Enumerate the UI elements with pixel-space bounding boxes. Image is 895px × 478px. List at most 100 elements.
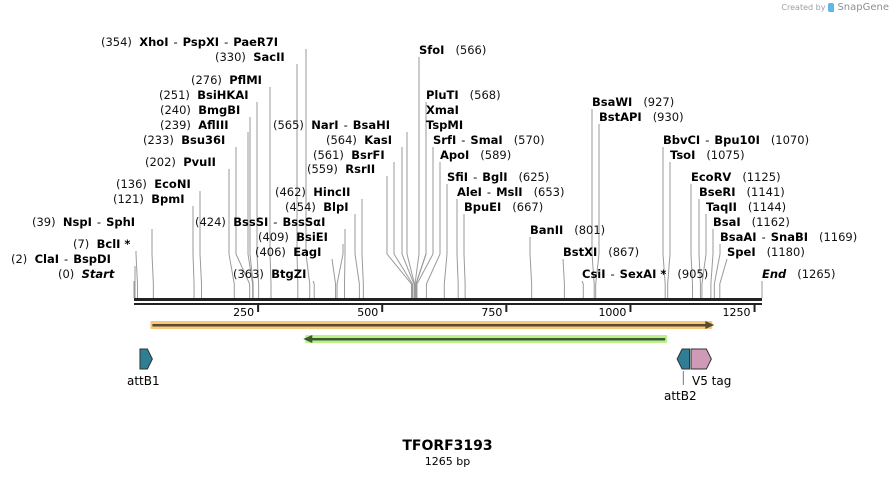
enzyme-label[interactable]: (330) SacII [215, 50, 285, 64]
enzyme-label[interactable]: TspMI [426, 118, 463, 132]
cut-site-line [710, 229, 714, 298]
enzyme-name: End [762, 267, 787, 281]
cut-site-line [256, 102, 260, 298]
enzyme-label[interactable]: (454) BlpI [285, 200, 348, 214]
enzyme-label[interactable]: XmaI [426, 103, 459, 117]
enzyme-label[interactable]: BanII (801) [530, 223, 605, 237]
enzyme-separator: - [173, 35, 178, 49]
cut-site-line [305, 49, 311, 298]
enzyme-position: (409) [258, 230, 289, 244]
ruler-tick [505, 303, 508, 312]
enzyme-names: BsaAI-SnaBI [720, 230, 808, 244]
enzyme-name: BstAPI [599, 110, 642, 124]
enzyme-names: CsiI-SexAI * [582, 267, 666, 281]
enzyme-label[interactable]: (233) Bsu36I [143, 133, 225, 147]
enzyme-position: (1070) [770, 133, 810, 147]
enzyme-name: BsaHI [352, 118, 391, 132]
enzyme-label[interactable]: (559) RsrII [307, 162, 375, 176]
enzyme-names: AflIII [198, 118, 228, 132]
enzyme-name: EcoRV [691, 170, 732, 184]
enzyme-position: (276) [191, 73, 222, 87]
enzyme-label[interactable]: ApoI (589) [440, 148, 511, 162]
enzyme-label[interactable]: EcoRV (1125) [691, 170, 781, 184]
att-site-feature[interactable] [676, 348, 691, 385]
enzyme-label[interactable]: SrfI-SmaI (570) [433, 133, 545, 147]
enzyme-label[interactable]: BstXI (867) [563, 245, 639, 259]
enzyme-position: (239) [160, 118, 191, 132]
enzyme-label[interactable]: (251) BsiHKAI [159, 88, 249, 102]
enzyme-names: BssSI-BssSαI [233, 215, 325, 229]
v5-tag-feature[interactable] [690, 348, 712, 370]
enzyme-label[interactable]: SfiI-BglI (625) [447, 170, 549, 184]
enzyme-label[interactable]: BbvCI-Bpu10I (1070) [663, 133, 809, 147]
enzyme-names: XmaI [426, 103, 459, 117]
enzyme-label[interactable]: (7) BclI * [73, 237, 130, 251]
enzyme-label[interactable]: BsaAI-SnaBI (1169) [720, 230, 857, 244]
ruler-tick-label: 1000 [598, 306, 626, 319]
enzyme-position: (251) [159, 88, 190, 102]
enzyme-label[interactable]: (0) Start [58, 267, 114, 281]
enzyme-label[interactable]: (121) BpmI [113, 192, 185, 206]
enzyme-position: (1180) [766, 245, 805, 259]
enzyme-name: KasI [364, 133, 393, 147]
enzyme-label[interactable]: (202) PvuII [145, 155, 216, 169]
enzyme-name: TsoI [670, 148, 696, 162]
enzyme-label[interactable]: (424) BssSI-BssSαI [195, 215, 325, 229]
enzyme-names: BstAPI [599, 110, 642, 124]
enzyme-name: PflMI [229, 73, 262, 87]
enzyme-label[interactable]: PluTI (568) [426, 88, 501, 102]
enzyme-label[interactable]: (561) BsrFI [313, 148, 385, 162]
enzyme-label[interactable]: TaqII (1144) [706, 200, 786, 214]
enzyme-label[interactable]: (409) BsiEI [258, 230, 328, 244]
enzyme-label[interactable]: SpeI (1180) [727, 245, 805, 259]
feature-label-attb1[interactable]: attB1 [127, 374, 160, 388]
enzyme-name: BtgZI [271, 267, 307, 281]
enzyme-position: (559) [307, 162, 338, 176]
enzyme-position: (240) [160, 103, 191, 117]
enzyme-names: BmgBI [198, 103, 240, 117]
enzyme-position: (1265) [797, 267, 836, 281]
enzyme-names: BclI * [97, 237, 131, 251]
att-site-feature[interactable] [139, 348, 153, 370]
enzyme-names: EagI [293, 245, 321, 259]
enzyme-label[interactable]: (239) AflIII [160, 118, 229, 132]
enzyme-label[interactable]: BstAPI (930) [599, 110, 684, 124]
enzyme-name: BsaAI [720, 230, 757, 244]
enzyme-label[interactable]: (565) NarI-BsaHI [273, 118, 390, 132]
enzyme-label[interactable]: (136) EcoNI [116, 177, 191, 191]
enzyme-label[interactable]: (564) KasI [326, 133, 392, 147]
orf-feature-arrow[interactable] [150, 321, 715, 329]
enzyme-name: BpmI [151, 192, 185, 206]
enzyme-label[interactable]: BseRI (1141) [699, 185, 785, 199]
enzyme-label[interactable]: AleI-MslI (653) [457, 185, 565, 199]
enzyme-label[interactable]: BpuEI (667) [464, 200, 543, 214]
enzyme-label[interactable]: CsiI-SexAI * (905) [582, 267, 708, 281]
enzyme-names: BsrFI [351, 148, 384, 162]
cut-site-line [354, 214, 360, 298]
enzyme-position: (39) [32, 215, 56, 229]
enzyme-label[interactable]: (39) NspI-SphI [32, 215, 135, 229]
enzyme-label[interactable]: (276) PflMI [191, 73, 262, 87]
enzyme-label[interactable]: (354) XhoI-PspXI-PaeR7I [101, 35, 278, 49]
enzyme-label[interactable]: SfoI (566) [419, 43, 486, 57]
feature-label-v5-tag[interactable]: V5 tag [692, 374, 732, 388]
enzyme-label[interactable]: BsaI (1162) [713, 215, 790, 229]
enzyme-name: EagI [293, 245, 322, 259]
enzyme-label[interactable]: (406) EagI [255, 245, 321, 259]
enzyme-label[interactable]: (240) BmgBI [160, 103, 240, 117]
enzyme-position: (667) [512, 200, 544, 214]
enzyme-label[interactable]: TsoI (1075) [670, 148, 745, 162]
enzyme-label[interactable]: BsaWI (927) [592, 95, 674, 109]
feature-label-attb2[interactable]: attB2 [664, 389, 697, 403]
enzyme-position: (363) [233, 267, 264, 281]
cut-site-line [562, 258, 565, 298]
enzyme-label[interactable]: End (1265) [762, 267, 836, 281]
enzyme-label[interactable]: (2) ClaI-BspDI [11, 252, 111, 266]
reverse-feature-arrow[interactable] [303, 335, 668, 343]
ruler-tick [257, 303, 260, 312]
enzyme-label[interactable]: (363) BtgZI [233, 267, 306, 281]
enzyme-label[interactable]: (462) HincII [275, 185, 350, 199]
enzyme-names: PflMI [229, 73, 262, 87]
cut-site-line [386, 176, 413, 298]
watermark-prefix: Created by [781, 3, 826, 12]
